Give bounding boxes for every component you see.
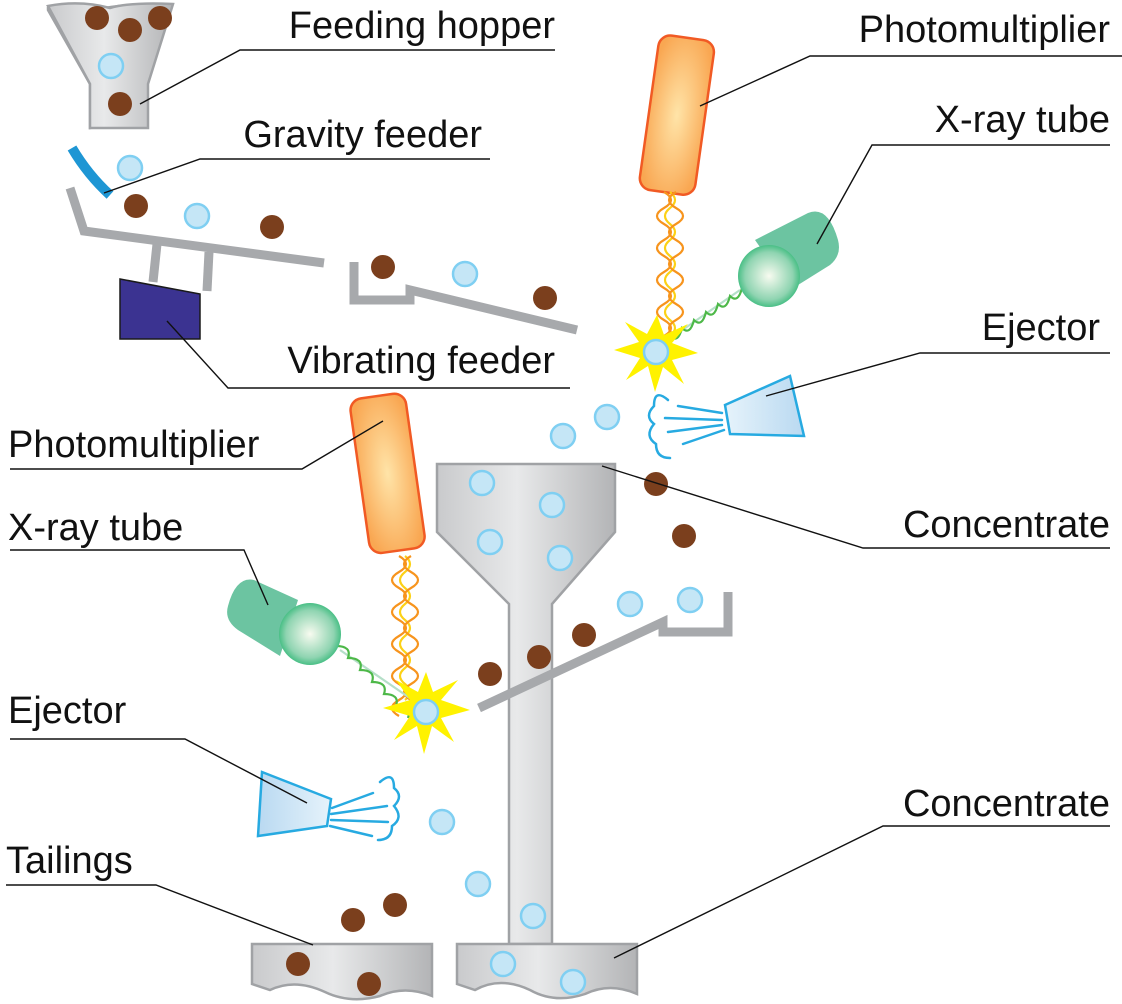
deflector-tray [477,592,733,713]
ore-particle [286,952,310,976]
leader-tailings [6,884,314,946]
ore-particle [672,524,696,548]
label-photomultiplier-left: Photomultiplier [8,424,260,466]
photomultiplier-top [638,34,716,196]
mineral-particle [676,586,704,614]
mineral-particle [559,968,587,996]
photomultiplier-left [349,392,426,555]
ore-particle [341,908,365,932]
ore-particle [478,662,502,686]
xray-tube-left [227,579,341,665]
ore-particle [357,972,381,996]
vibrating-tray-lower [349,262,579,335]
mineral-particle [464,870,492,898]
mineral-particle [428,808,456,836]
concentrate-chute [435,462,617,946]
mineral-particle [549,422,577,450]
ore-particle [527,645,551,669]
label-feeding-hopper: Feeding hopper [289,5,556,47]
tray-support-right [202,251,214,292]
leader-photomultiplier-left [10,420,384,470]
leader-concentrate-lower [613,825,1110,959]
mineral-particle [116,154,144,182]
mineral-particle [451,260,479,288]
mineral-particle [593,403,621,431]
concentrate-bin [455,942,639,1000]
ore-particle [644,472,668,496]
label-ejector-left: Ejector [8,690,127,732]
ore-particle [383,893,407,917]
ejector-left [256,770,401,842]
mineral-particle [476,528,504,556]
ore-particle [371,255,395,279]
ore-particle [108,92,132,116]
mineral-particle [489,950,517,978]
tray-support-left [148,243,162,283]
mineral-particle [412,698,440,726]
label-photomultiplier-top: Photomultiplier [859,9,1111,51]
label-vibrating-feeder: Vibrating feeder [287,340,555,382]
emission-waves-top [655,191,685,337]
leader-xray-tube-top [816,144,1110,245]
mineral-particle [616,590,644,618]
leader-xray-tube-left [10,549,269,606]
mineral-particles [97,52,704,996]
leader-gravity-feeder [103,158,490,194]
leader-photomultiplier-top [699,55,1122,107]
mineral-particle [97,52,125,80]
tailings-bin [250,942,434,1001]
label-ejector-top: Ejector [982,307,1101,349]
leader-ejector-left [10,738,308,804]
leader-lines [6,49,1122,959]
ore-particle [260,215,284,239]
ore-particle [85,6,109,30]
ore-particles [85,6,696,996]
mineral-particle [519,902,547,930]
ore-particle [533,286,557,310]
label-xray-tube-top: X-ray tube [935,99,1110,141]
leader-ejector-top [765,352,1110,397]
mineral-particle [183,202,211,230]
xray-tube-top [738,211,839,307]
mineral-particle [642,338,670,366]
label-gravity-feeder: Gravity feeder [243,114,482,156]
ejector-top [647,374,806,460]
gravity-feeder [67,145,114,199]
ore-particle [148,6,172,30]
leader-feeding-hopper [139,49,555,105]
vibrating-tray-upper [65,186,325,268]
ore-particle [124,194,148,218]
label-xray-tube-left: X-ray tube [8,507,183,549]
mineral-particle [538,491,566,519]
mineral-particle [546,544,574,572]
label-tailings: Tailings [6,840,133,882]
leader-concentrate-upper [601,465,1110,549]
mineral-particle [468,469,496,497]
vibrating-feeder [119,278,201,340]
label-concentrate-lower: Concentrate [903,783,1110,825]
label-concentrate-upper: Concentrate [903,504,1110,546]
leader-vibrating-feeder [166,320,570,389]
ore-particle [118,18,142,42]
ore-particle [572,623,596,647]
